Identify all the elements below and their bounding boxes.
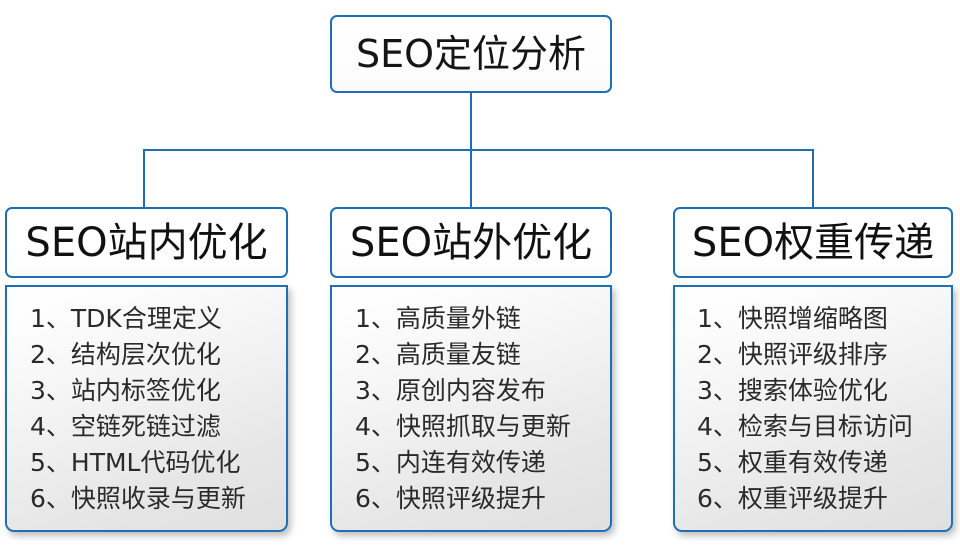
list-item: 3、原创内容发布 <box>355 376 546 405</box>
list-item: 2、高质量友链 <box>355 340 521 369</box>
list-item: 4、空链死链过滤 <box>30 412 221 441</box>
list-item: 5、权重有效传递 <box>697 448 888 477</box>
branch-column-2: SEO站外优化 1、高质量外链 2、高质量友链 3、原创内容发布 4、快照抓取与… <box>330 207 612 532</box>
list-item: 6、快照评级提升 <box>355 484 546 513</box>
list-item: 1、快照增缩略图 <box>697 304 888 333</box>
list-item: 4、检索与目标访问 <box>697 412 913 441</box>
branch-header-1[interactable]: SEO站内优化 <box>5 207 288 278</box>
branch-body-3: 1、快照增缩略图 2、快照评级排序 3、搜索体验优化 4、检索与目标访问 5、权… <box>673 285 953 532</box>
list-item: 4、快照抓取与更新 <box>355 412 571 441</box>
list-item: 2、结构层次优化 <box>30 340 221 369</box>
branch-column-1: SEO站内优化 1、TDK合理定义 2、结构层次优化 3、站内标签优化 4、空链… <box>5 207 288 532</box>
branch-body-1: 1、TDK合理定义 2、结构层次优化 3、站内标签优化 4、空链死链过滤 5、H… <box>5 285 288 532</box>
branch-item-list-2: 1、高质量外链 2、高质量友链 3、原创内容发布 4、快照抓取与更新 5、内连有… <box>332 301 633 517</box>
list-item: 6、快照收录与更新 <box>30 484 246 513</box>
list-item: 2、快照评级排序 <box>697 340 888 369</box>
branch-header-3[interactable]: SEO权重传递 <box>673 207 953 278</box>
branch-item-list-1: 1、TDK合理定义 2、结构层次优化 3、站内标签优化 4、空链死链过滤 5、H… <box>7 301 309 517</box>
root-node-label: SEO定位分析 <box>355 32 587 76</box>
branch-header-label-2: SEO站外优化 <box>349 219 593 266</box>
list-item: 5、内连有效传递 <box>355 448 546 477</box>
list-item: 3、站内标签优化 <box>30 376 221 405</box>
list-item: 3、搜索体验优化 <box>697 376 888 405</box>
list-item: 1、TDK合理定义 <box>30 304 222 333</box>
list-item: 6、权重评级提升 <box>697 484 888 513</box>
branch-body-2: 1、高质量外链 2、高质量友链 3、原创内容发布 4、快照抓取与更新 5、内连有… <box>330 285 612 532</box>
list-item: 5、HTML代码优化 <box>30 448 241 477</box>
branch-column-3: SEO权重传递 1、快照增缩略图 2、快照评级排序 3、搜索体验优化 4、检索与… <box>673 207 953 532</box>
list-item: 1、高质量外链 <box>355 304 521 333</box>
root-node[interactable]: SEO定位分析 <box>330 15 612 93</box>
branch-header-2[interactable]: SEO站外优化 <box>330 207 612 278</box>
branch-item-list-3: 1、快照增缩略图 2、快照评级排序 3、搜索体验优化 4、检索与目标访问 5、权… <box>675 301 960 517</box>
branch-header-label-1: SEO站内优化 <box>25 219 268 266</box>
branch-header-label-3: SEO权重传递 <box>691 219 935 266</box>
